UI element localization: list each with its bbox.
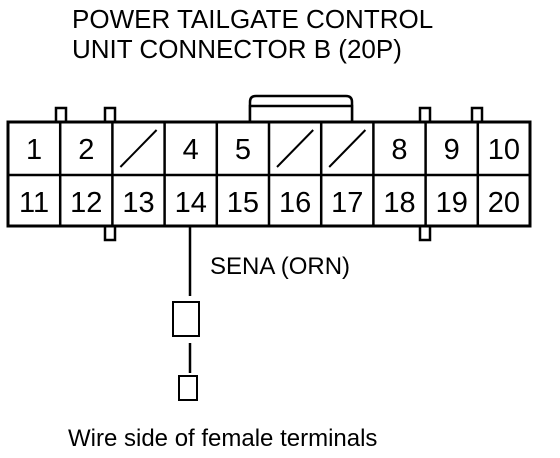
pin-label-top: 1 [26,134,42,166]
pin-label-bottom: 12 [70,187,102,219]
pin-label-top: 8 [391,134,407,166]
title-line-1: POWER TAILGATE CONTROL [72,4,433,34]
pin-label-bottom: 15 [227,187,259,219]
pin-label-bottom: 18 [383,187,415,219]
top-tab-left-2 [103,106,117,124]
pin-label-bottom: 14 [175,187,207,219]
unused-pin-slash [276,129,314,168]
pin-label-top: 10 [488,134,520,166]
probe-terminal [178,375,198,401]
bottom-tab-right [418,224,432,242]
caption: Wire side of female terminals [68,425,377,452]
pin-label-top: 4 [183,134,199,166]
pin-label-bottom: 19 [436,187,468,219]
bottom-tab-left [103,224,117,242]
unused-pin-slash [328,129,367,168]
pin-label-top: 2 [78,134,94,166]
top-tab-right-1 [418,106,432,124]
pin-label-bottom: 13 [122,187,154,219]
latch-base [248,104,354,124]
unused-pin-slash [119,129,158,168]
pin-label-top: 9 [444,134,460,166]
pin-label-bottom: 16 [279,187,311,219]
pin-label-bottom: 20 [488,187,520,219]
title-line-2: UNIT CONNECTOR B (20P) [72,34,402,64]
wire-label: SENA (ORN) [210,253,350,280]
pin-label-bottom: 17 [331,187,363,219]
connector-latch [248,94,354,122]
top-tab-left-1 [54,106,68,124]
pin-label-bottom: 11 [19,187,49,219]
pin-label-top: 5 [235,134,251,166]
top-tab-right-2 [470,106,484,124]
female-terminal [172,301,200,337]
